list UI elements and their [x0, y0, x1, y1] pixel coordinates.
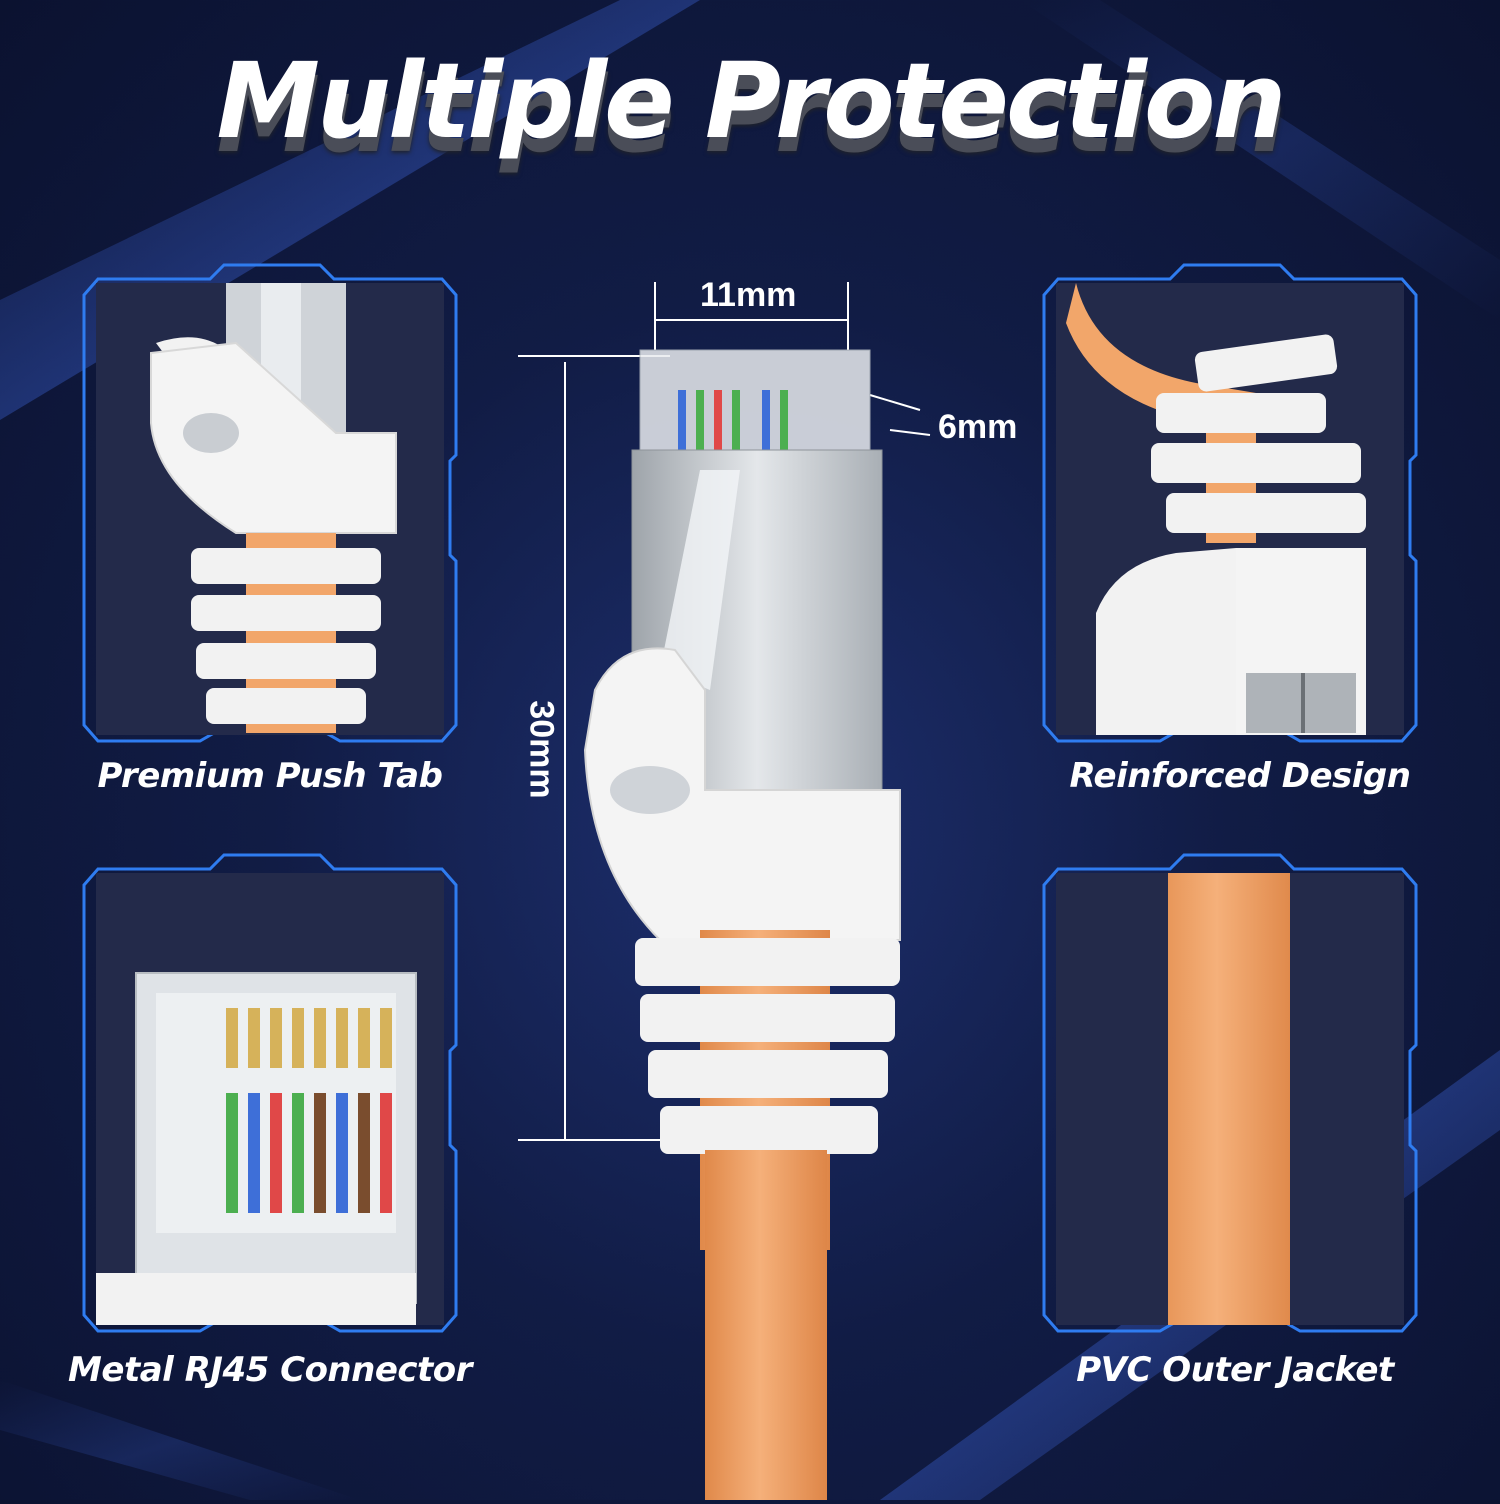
- feature-panel-push-tab: [80, 255, 460, 743]
- width-dimension-label: 11mm: [700, 276, 797, 314]
- feature-panel-pvc: [1040, 845, 1420, 1333]
- panel-frame: [1042, 853, 1418, 1333]
- panel-frame: [1042, 263, 1418, 743]
- panel-frame: [82, 853, 458, 1333]
- caption-reinforced: Reinforced Design: [1069, 756, 1411, 796]
- push-tab-closeup: [96, 283, 444, 735]
- rj45-connector-closeup: [96, 873, 444, 1325]
- caption-pvc: PVC Outer Jacket: [1076, 1350, 1394, 1390]
- strain-relief-boot-closeup: [1056, 283, 1404, 735]
- depth-dimension-label: 6mm: [938, 408, 1018, 446]
- rj45-connector-illustration: 11mm 6mm 30mm: [500, 270, 1060, 1500]
- dimension-lines: [518, 282, 931, 1141]
- panel-frame: [82, 263, 458, 743]
- caption-rj45: Metal RJ45 Connector: [68, 1350, 472, 1390]
- length-dimension-label: 30mm: [522, 700, 561, 799]
- page-title: Multiple Protection: [216, 40, 1287, 162]
- pvc-jacket-closeup: [1056, 873, 1404, 1325]
- caption-push-tab: Premium Push Tab: [97, 756, 443, 796]
- feature-panel-reinforced: [1040, 255, 1420, 743]
- feature-panel-rj45: [80, 845, 460, 1333]
